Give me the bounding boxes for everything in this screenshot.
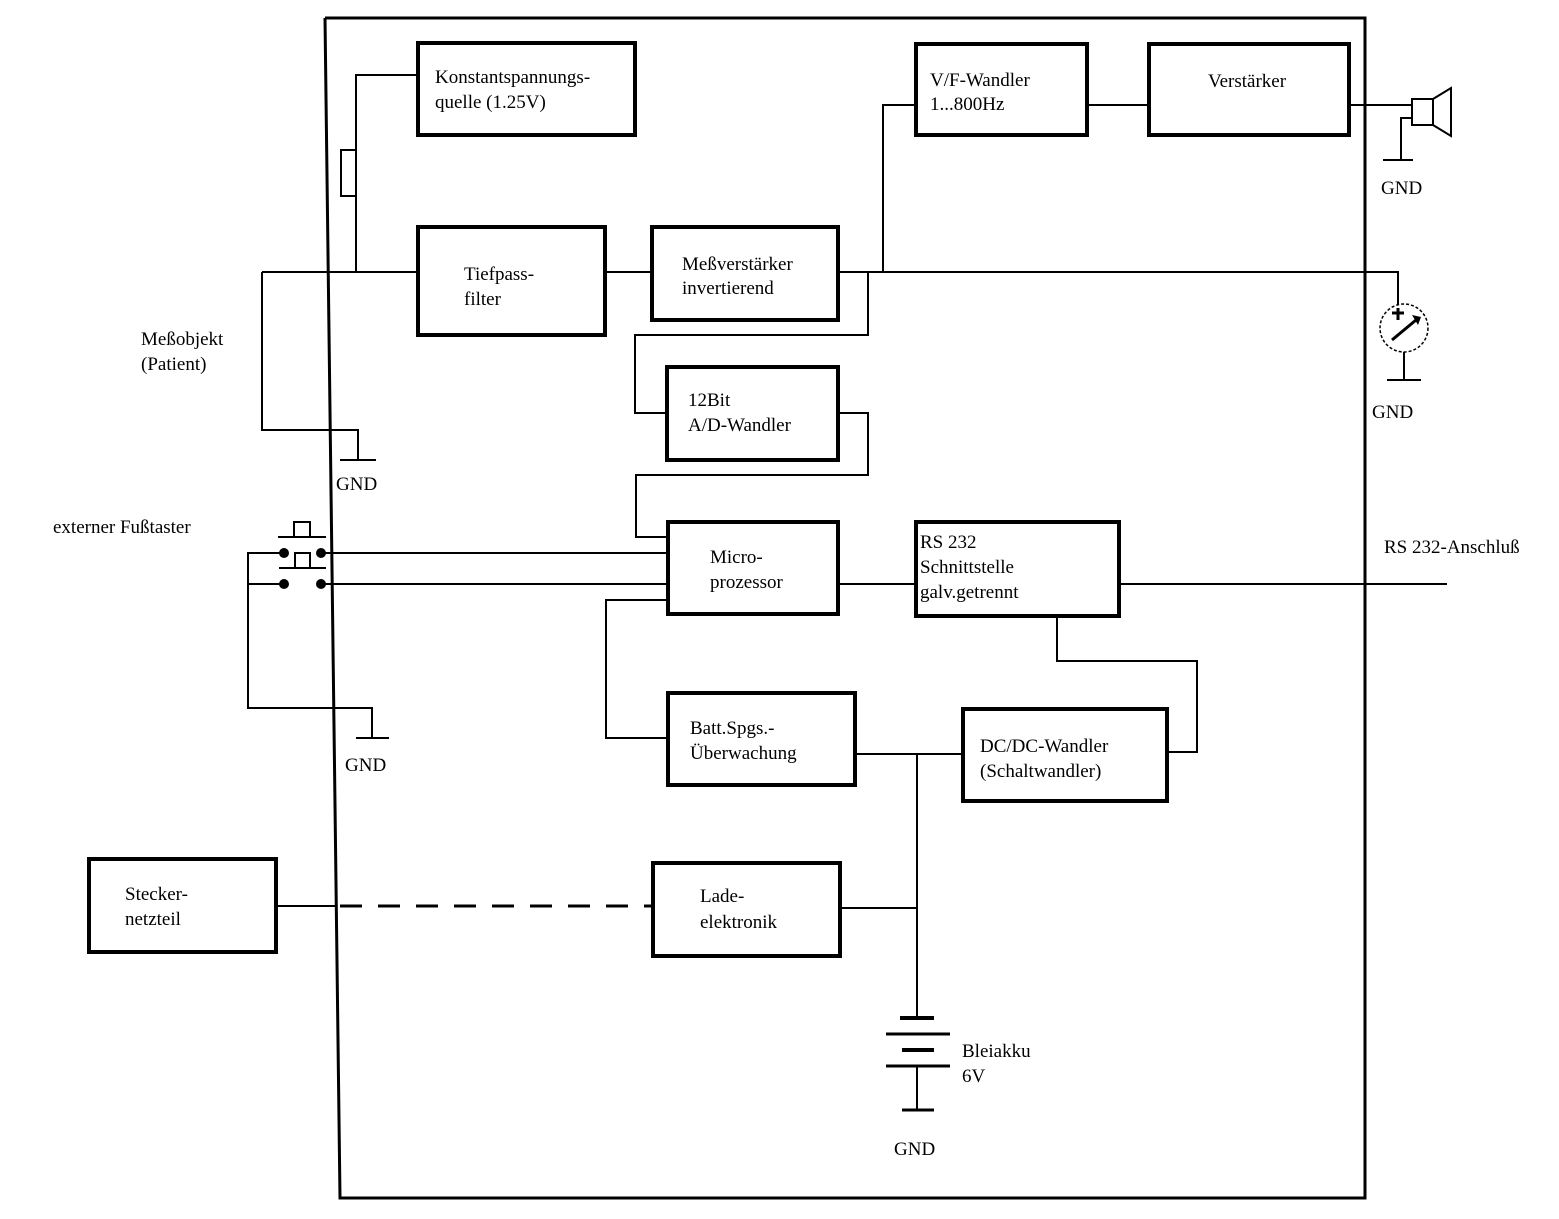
block-dcdc-wandler[interactable]: DC/DC-Wandler (Schaltwandler) bbox=[961, 707, 1169, 803]
wire-reference bbox=[355, 74, 418, 272]
block-label: filter bbox=[464, 289, 502, 310]
wires bbox=[247, 74, 1447, 1110]
gnd-label: GND bbox=[894, 1139, 935, 1160]
bleiakku-label: 6V bbox=[962, 1066, 986, 1087]
battery-icon bbox=[886, 1016, 950, 1112]
footswitch-icon[interactable] bbox=[278, 521, 326, 589]
block-ladeelektronik[interactable]: Lade- elektronik bbox=[651, 861, 842, 958]
wire-micro-batt bbox=[605, 599, 668, 739]
wire-rs232-dcdc bbox=[1056, 616, 1198, 753]
block-label: RS 232 bbox=[920, 532, 977, 553]
block-microprozessor[interactable]: Micro- prozessor bbox=[666, 520, 840, 616]
block-label: V/F-Wandler bbox=[930, 70, 1030, 91]
block-label: A/D-Wandler bbox=[688, 415, 792, 436]
block-label: netzteil bbox=[125, 909, 181, 930]
meter-icon bbox=[1379, 303, 1429, 380]
rs232-anschluss-label: RS 232-Anschluß bbox=[1384, 537, 1520, 558]
block-label: Lade- bbox=[700, 886, 744, 907]
block-steckernetzteil[interactable]: Stecker- netzteil bbox=[87, 857, 278, 954]
block-label: DC/DC-Wandler bbox=[980, 736, 1109, 757]
block-ad-wandler[interactable]: 12Bit A/D-Wandler bbox=[665, 365, 840, 462]
gnd-label: GND bbox=[1381, 178, 1422, 199]
wire-speaker-gnd bbox=[1400, 117, 1412, 160]
block-tiefpass[interactable]: Tiefpass- filter bbox=[416, 225, 607, 337]
block-label: 12Bit bbox=[688, 390, 731, 411]
block-konstantspannung[interactable]: Konstantspannungs- quelle (1.25V) bbox=[416, 41, 637, 137]
messobjekt-label: Meßobjekt bbox=[141, 329, 224, 350]
block-rs232[interactable]: RS 232 Schnittstelle galv.getrennt bbox=[914, 520, 1121, 618]
block-label: elektronik bbox=[700, 912, 778, 933]
fusstaster-label: externer Fußtaster bbox=[53, 517, 191, 538]
messobjekt-label: (Patient) bbox=[141, 354, 206, 375]
gnd-label: GND bbox=[1372, 402, 1413, 423]
block-label: invertierend bbox=[682, 278, 774, 299]
resistor-icon bbox=[340, 149, 357, 197]
block-messverstaerker[interactable]: Meßverstärker invertierend bbox=[650, 225, 840, 322]
device-enclosure bbox=[323, 16, 1367, 1200]
block-label: (Schaltwandler) bbox=[980, 761, 1101, 782]
wire-messv-meter bbox=[838, 271, 1399, 305]
block-label: prozessor bbox=[710, 572, 783, 593]
block-vf-wandler[interactable]: V/F-Wandler 1...800Hz bbox=[914, 42, 1089, 137]
block-batt-ueberwachung[interactable]: Batt.Spgs.- Überwachung bbox=[666, 691, 857, 787]
gnd-label: GND bbox=[336, 474, 377, 495]
wire-messv-ad bbox=[634, 272, 869, 414]
block-label: Verstärker bbox=[1208, 71, 1287, 92]
block-label: Tiefpass- bbox=[464, 264, 534, 285]
block-label: Schnittstelle bbox=[920, 557, 1014, 578]
wire-messv-vf bbox=[882, 104, 916, 272]
speaker-icon bbox=[1411, 86, 1452, 138]
block-label: Stecker- bbox=[125, 884, 188, 905]
wire-ad-micro bbox=[635, 412, 869, 538]
block-label: 1...800Hz bbox=[930, 94, 1004, 115]
wire-fuss-gnd bbox=[247, 552, 373, 738]
wire-patient-gnd bbox=[261, 272, 359, 460]
gnd-label: GND bbox=[345, 755, 386, 776]
block-label: Meßverstärker bbox=[682, 254, 793, 275]
block-verstaerker[interactable]: Verstärker bbox=[1147, 42, 1351, 137]
block-label: quelle (1.25V) bbox=[435, 92, 546, 113]
block-label: Batt.Spgs.- bbox=[690, 718, 774, 739]
block-label: galv.getrennt bbox=[920, 582, 1019, 603]
block-label: Überwachung bbox=[690, 743, 797, 764]
block-label: Konstantspannungs- bbox=[435, 67, 590, 88]
bleiakku-label: Bleiakku bbox=[962, 1041, 1031, 1062]
block-label: Micro- bbox=[710, 547, 763, 568]
